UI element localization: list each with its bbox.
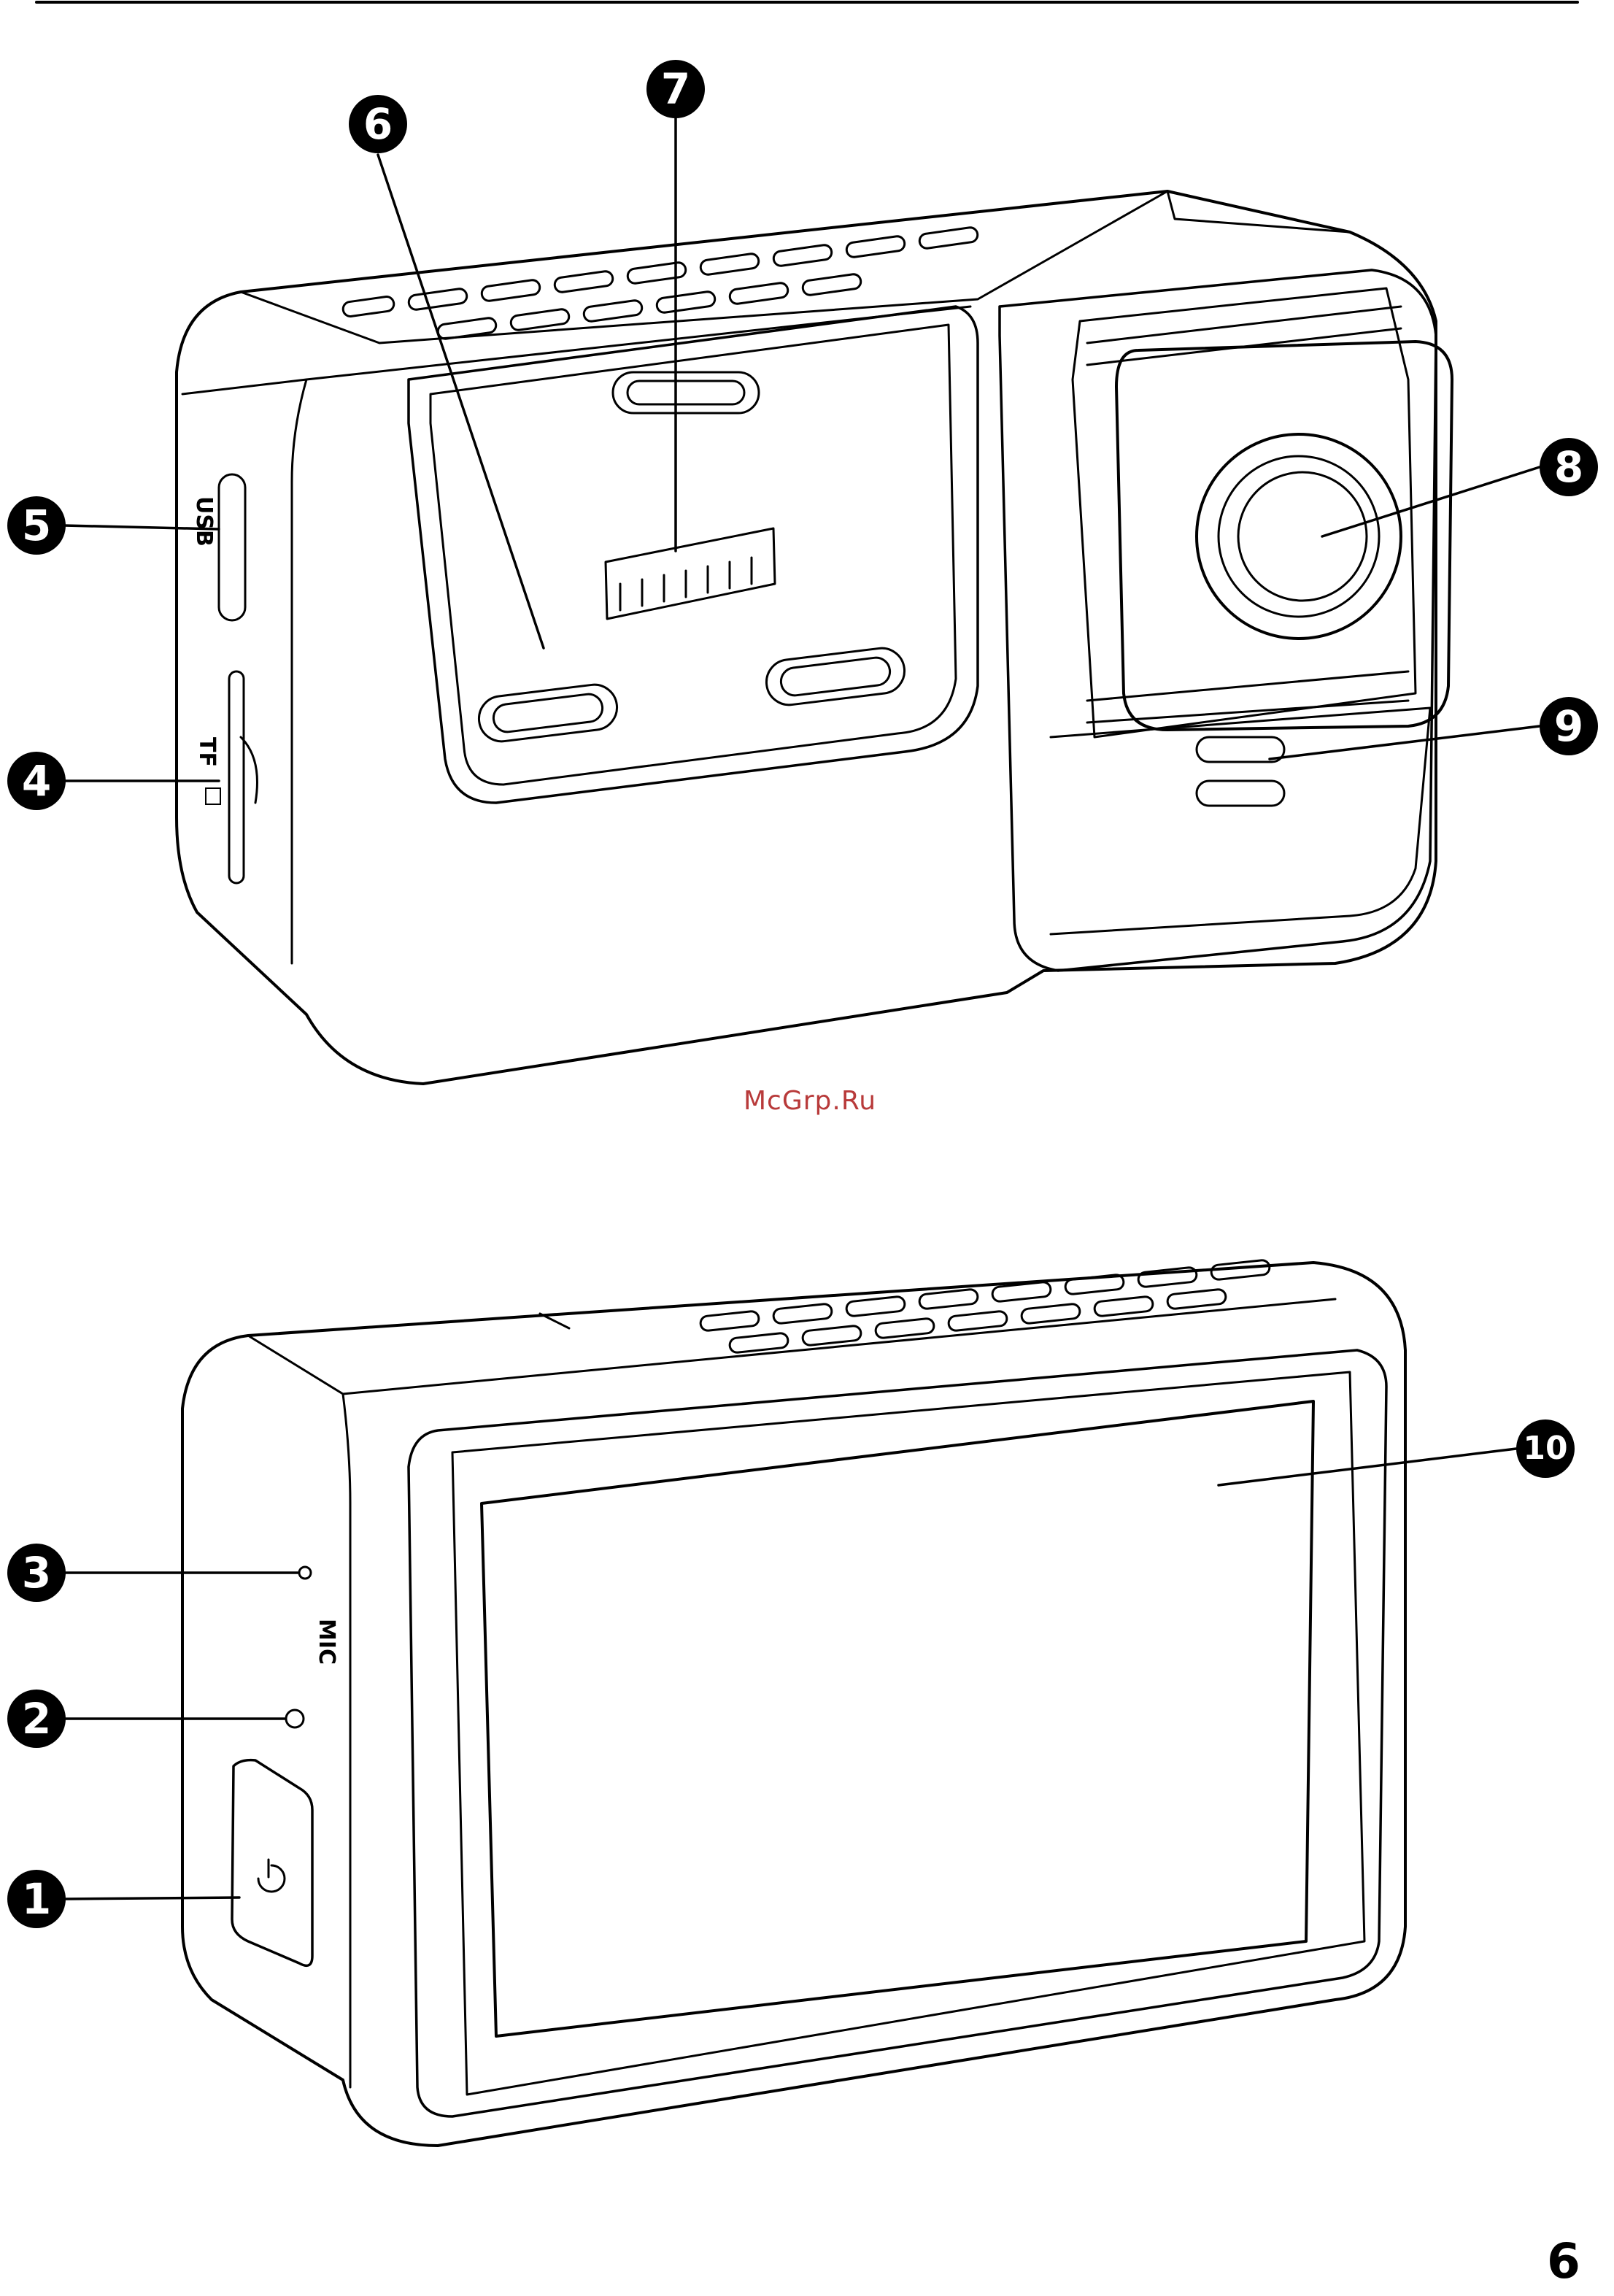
usb-label: USB: [191, 496, 217, 547]
callout-5: 5: [7, 496, 66, 555]
power-icon: [258, 1865, 285, 1892]
leader-lines: [64, 118, 1540, 1899]
callout-9: 9: [1540, 697, 1598, 755]
tf-card-glyph: [206, 788, 220, 804]
page-number: 6: [1547, 2233, 1580, 2289]
callout-4: 4: [7, 752, 66, 810]
mount-plate: [409, 307, 978, 803]
tf-slot: [229, 671, 244, 883]
mic-hole: [299, 1567, 311, 1579]
ir-slot-lower: [1197, 781, 1284, 806]
callout-2: 2: [7, 1690, 66, 1748]
usb-port: [219, 474, 245, 620]
mic-label: MIC: [314, 1619, 339, 1665]
leader-6: [378, 155, 544, 648]
side-ports: [219, 474, 258, 883]
callout-10: 10: [1516, 1419, 1575, 1478]
lens-housing: [1000, 270, 1452, 971]
callout-3: 3: [7, 1544, 66, 1602]
tf-label: TF: [194, 737, 220, 767]
callout-7: 7: [646, 60, 705, 118]
callout-1: 1: [7, 1870, 66, 1928]
leader-1: [64, 1898, 239, 1899]
callout-8: 8: [1540, 438, 1598, 496]
status-led: [286, 1710, 304, 1727]
connector-pins: [606, 528, 775, 619]
lens-outer: [1197, 434, 1401, 639]
display-screen: [482, 1401, 1313, 2036]
rear-view: [182, 1260, 1405, 2146]
power-button: [232, 1760, 312, 1966]
leader-9: [1270, 726, 1540, 759]
watermark: McGrp.Ru: [737, 1086, 883, 1116]
rear-vent-slots: [700, 1260, 1270, 1353]
front-view: [177, 191, 1452, 1084]
callout-6: 6: [349, 95, 407, 153]
leader-10: [1219, 1449, 1516, 1485]
